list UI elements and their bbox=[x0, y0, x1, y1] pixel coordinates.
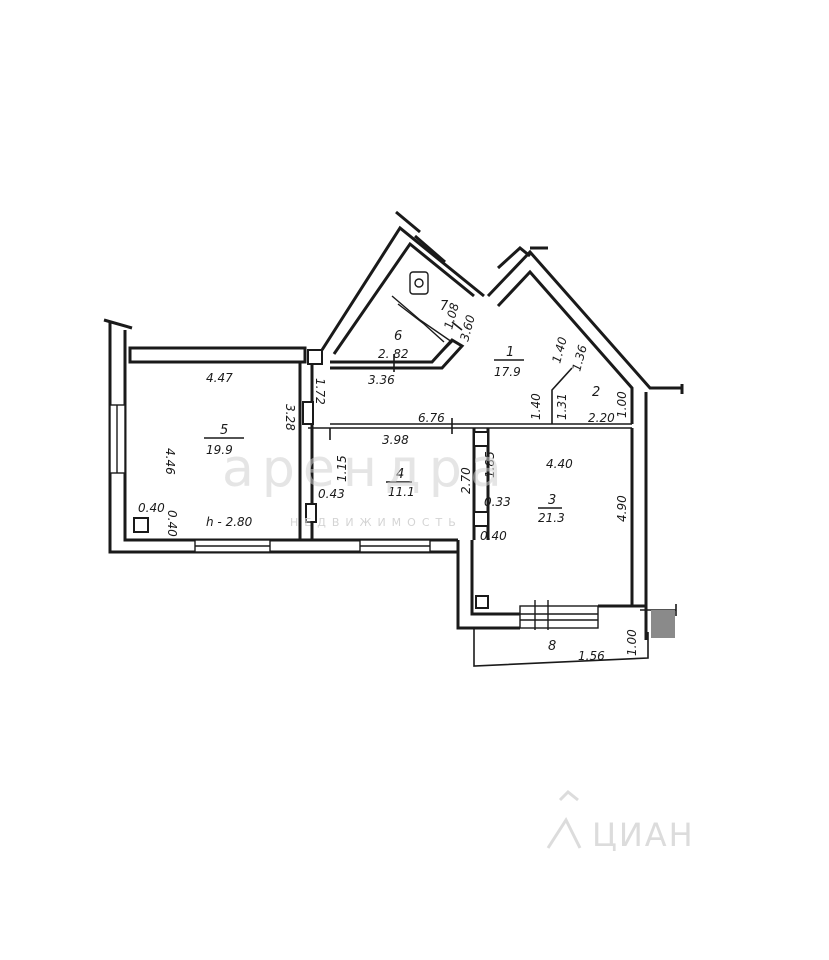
room-4-number: 4 bbox=[396, 467, 404, 482]
dim-height: h - 2.80 bbox=[206, 515, 253, 529]
dim-040-c: 0.40 bbox=[480, 529, 507, 543]
room-1-area: 17.9 bbox=[494, 365, 521, 379]
dim-220: 2.20 bbox=[588, 411, 615, 425]
windows bbox=[109, 404, 599, 630]
room-4-area: 11.1 bbox=[388, 485, 415, 499]
cian-logo-icon bbox=[546, 789, 582, 849]
room-7-number: 7 bbox=[440, 299, 449, 314]
watermark-corner: ЦИАН bbox=[592, 816, 695, 854]
dim-040-a: 0.40 bbox=[138, 501, 165, 515]
marker-square bbox=[651, 610, 675, 638]
dim-108: 1.08 bbox=[441, 301, 462, 331]
dim-043: 0.43 bbox=[318, 487, 345, 501]
dim-172: 1.72 bbox=[313, 378, 327, 405]
room-2-number: 2 bbox=[592, 385, 600, 400]
room-5-area: 19.9 bbox=[206, 443, 233, 457]
dim-100: 1.00 bbox=[615, 391, 629, 418]
door-marks bbox=[329, 321, 463, 440]
room-3-number: 3 bbox=[548, 493, 556, 508]
dimension-labels: 4.47 4.46 3.28 0.40 0.40 h - 2.80 1.72 3… bbox=[138, 301, 639, 663]
dim-115: 1.15 bbox=[335, 455, 349, 482]
dim-440: 4.40 bbox=[546, 457, 573, 471]
dim-447: 4.47 bbox=[206, 371, 233, 385]
dim-185: 1.85 bbox=[483, 451, 497, 478]
dim-140-v: 1.40 bbox=[529, 393, 543, 420]
dim-328: 3.28 bbox=[283, 404, 297, 431]
dim-033: 0.33 bbox=[484, 495, 511, 509]
room-labels: 1 17.9 2 3 21.3 4 11.1 5 19.9 6 7 8 bbox=[204, 299, 600, 654]
watermark-brand: арендра bbox=[222, 439, 510, 499]
dim-040-b: 0.40 bbox=[165, 510, 179, 537]
dim-140: 1.40 bbox=[549, 335, 570, 365]
dim-136: 1.36 bbox=[569, 343, 590, 373]
watermark: арендра НЕДВИЖИМОСТЬ ЦИАН bbox=[222, 439, 695, 854]
bathroom-fixtures bbox=[391, 271, 454, 363]
room-6-number: 6 bbox=[394, 329, 402, 344]
room-3-area: 21.3 bbox=[538, 511, 565, 525]
dim-270: 2.70 bbox=[459, 467, 473, 494]
outer-walls bbox=[103, 210, 684, 667]
dim-282: 2. 82 bbox=[378, 347, 409, 361]
dim-446: 4.46 bbox=[163, 448, 177, 475]
room-5-number: 5 bbox=[220, 423, 228, 438]
dim-100-b: 1.00 bbox=[625, 629, 639, 656]
room-1-number: 1 bbox=[506, 345, 514, 360]
dim-131: 1.31 bbox=[555, 393, 569, 420]
dim-398: 3.98 bbox=[382, 433, 409, 447]
dim-676: 6.76 bbox=[418, 411, 445, 425]
dim-336: 3.36 bbox=[368, 373, 395, 387]
dim-360: 3.60 bbox=[457, 313, 478, 343]
room-8-number: 8 bbox=[548, 639, 556, 654]
watermark-tagline: НЕДВИЖИМОСТЬ bbox=[290, 516, 462, 529]
columns bbox=[133, 349, 489, 609]
dim-156: 1.56 bbox=[578, 649, 605, 663]
dim-490: 4.90 bbox=[615, 495, 629, 522]
